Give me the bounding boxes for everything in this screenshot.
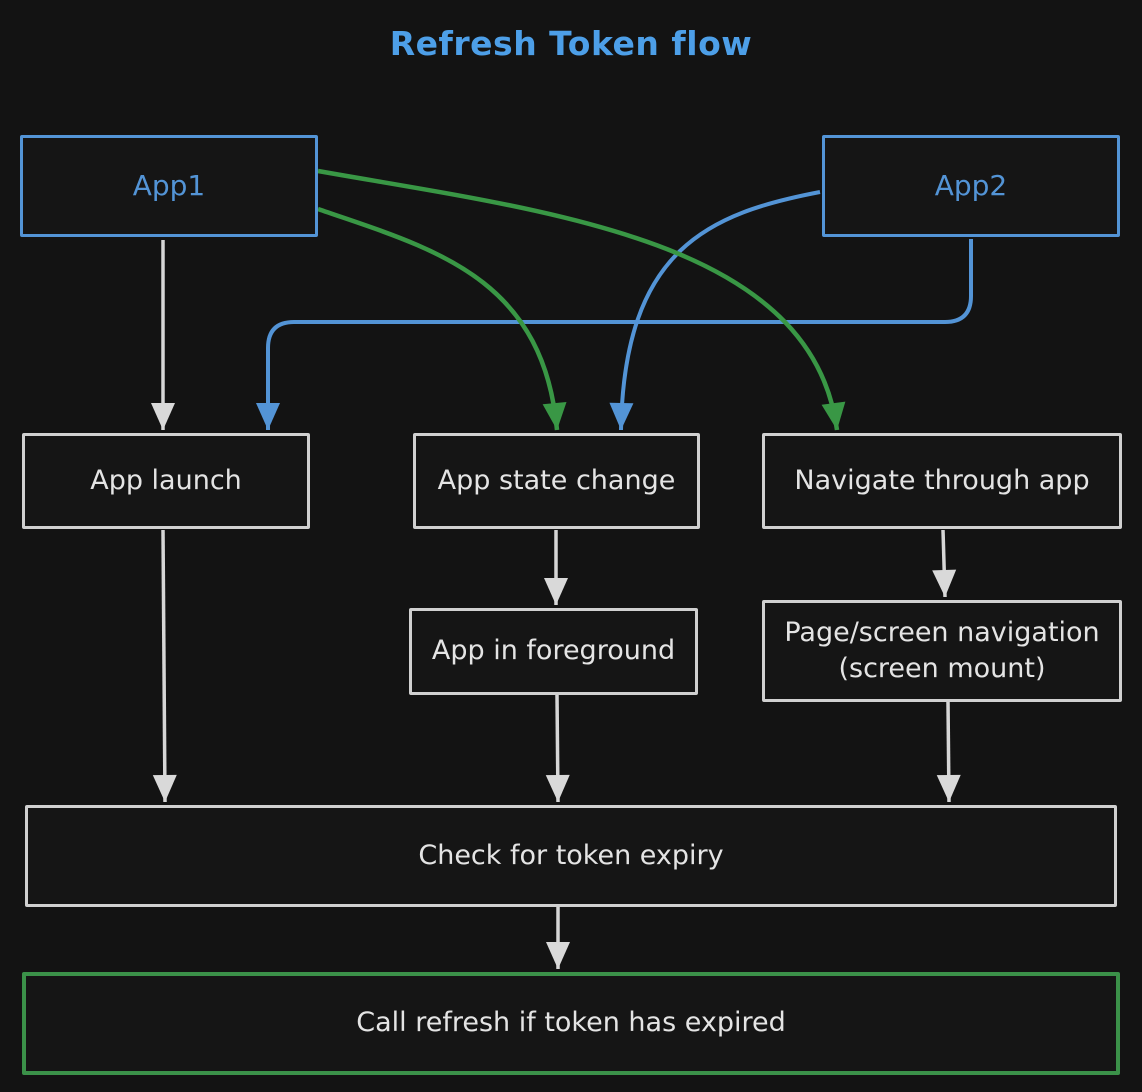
edge-app-launch-to-check [152,529,177,803]
node-call-refresh: Call refresh if token has expired [22,972,1120,1075]
node-app-launch-label: App launch [90,464,242,496]
node-navigate-through-app: Navigate through app [762,433,1122,529]
node-app-in-foreground-label: App in foreground [431,635,676,667]
node-check-token-expiry: Check for token expiry [25,805,1117,907]
node-call-refresh-label: Call refresh if token has expired [356,1007,786,1039]
node-app1: App1 [20,135,318,237]
node-app-launch: App launch [22,433,310,529]
edge-app1-to-app-state-change [317,206,567,431]
edge-page-screen-to-check [936,701,961,803]
node-app2: App2 [822,135,1120,237]
edge-app1-to-navigate-through-app [317,168,846,431]
node-app2-label: App2 [934,169,1008,203]
diagram-title: Refresh Token flow [389,24,753,63]
edge-app2-to-app-launch [256,239,973,430]
node-app-state-change: App state change [413,433,700,529]
edge-app-in-foreground-to-check [545,694,570,803]
node-app-state-change-label: App state change [437,464,676,496]
edge-app2-to-app-state-change [609,190,821,431]
node-navigate-through-app-label: Navigate through app [794,464,1090,496]
node-page-screen-navigation-label: Page/screen navigation (screen mount) [784,616,1100,684]
node-check-token-expiry-label: Check for token expiry [418,839,724,871]
node-app1-label: App1 [132,169,206,203]
node-page-screen-navigation: Page/screen navigation (screen mount) [762,600,1122,702]
edge-navigate-to-page-screen [932,529,957,598]
node-app-in-foreground: App in foreground [409,608,698,695]
